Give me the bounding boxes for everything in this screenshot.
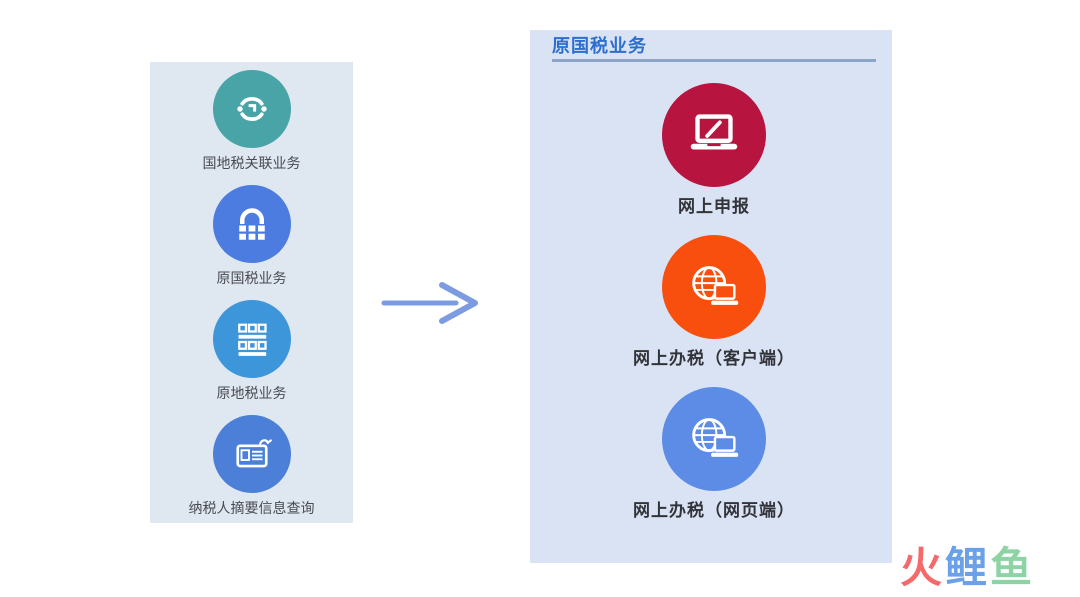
menu-item-taxpayer-summary-query[interactable]: 纳税人摘要信息查询 — [189, 415, 315, 530]
right-arrow-icon — [380, 280, 484, 326]
menu-item-label: 纳税人摘要信息查询 — [188, 500, 315, 516]
globe-laptop-icon — [662, 235, 766, 339]
menu-item-label: 网上办税（网页端） — [633, 501, 795, 520]
menu-item-online-tax-client[interactable]: 网上办税（客户端） — [633, 235, 795, 387]
watermark-char: 鱼 — [990, 544, 1036, 591]
menu-item-online-tax-web[interactable]: 网上办税（网页端） — [633, 387, 795, 539]
old-tax-menu-panel: 国地税关联业务 原国税业务 — [150, 62, 353, 523]
menu-item-label: 网上申报 — [678, 197, 750, 216]
huoliyu-watermark: 火鲤鱼 — [900, 544, 1035, 592]
menu-item-former-local-tax[interactable]: 原地税业务 — [212, 300, 291, 415]
menu-item-online-declaration[interactable]: 网上申报 — [662, 83, 766, 235]
sync-phones-icon — [212, 70, 291, 148]
laptop-pen-icon — [662, 83, 766, 187]
menu-item-label: 原国税业务 — [216, 270, 287, 286]
grid-blocks-icon — [212, 300, 291, 378]
watermark-char: 鲤 — [945, 544, 991, 591]
former-national-tax-panel: 原国税业务 网上申报 — [530, 30, 892, 563]
globe-laptop-icon — [662, 387, 766, 491]
menu-item-former-national-tax[interactable]: 原国税业务 — [212, 185, 291, 300]
menu-item-label: 国地税关联业务 — [202, 155, 301, 171]
id-card-icon — [212, 415, 291, 493]
watermark-char: 火 — [900, 544, 946, 591]
menu-item-linked-tax-business[interactable]: 国地税关联业务 — [203, 70, 301, 185]
panel-title: 原国税业务 — [552, 35, 876, 62]
menu-item-label: 网上办税（客户端） — [633, 349, 795, 368]
menu-item-label: 原地税业务 — [216, 385, 287, 401]
building-icon — [212, 185, 291, 263]
